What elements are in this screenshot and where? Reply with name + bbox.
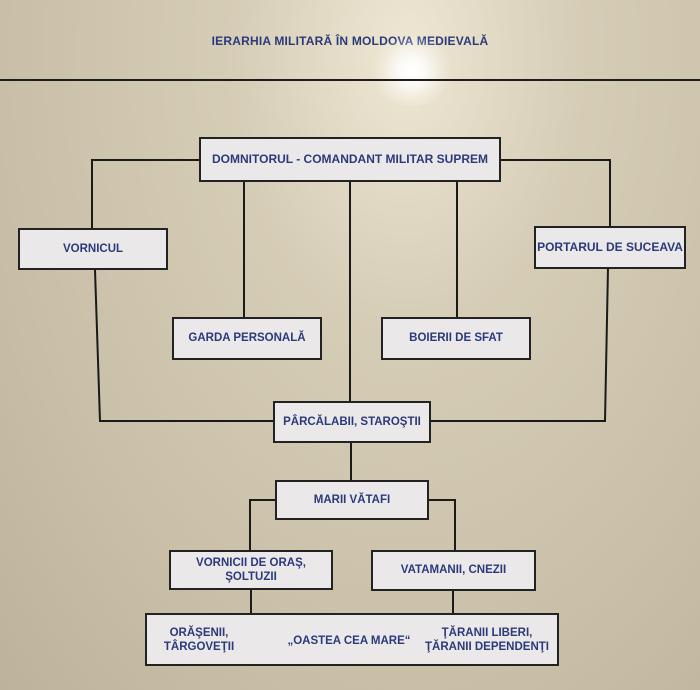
node-vornicul: VORNICUL bbox=[18, 228, 168, 270]
node-boierii: BOIERII DE SFAT bbox=[381, 317, 531, 360]
group-orasenii: ORĂŞENII, TÂRGOVEŢII bbox=[161, 626, 237, 655]
node-vatamanii-label: VATAMANII, CNEZII bbox=[400, 564, 507, 577]
node-vornicii-label-line1: VORNICII DE ORAŞ, bbox=[196, 556, 306, 569]
node-vornicii: VORNICII DE ORAŞ, ŞOLTUZII bbox=[169, 550, 333, 590]
group-oastea-label: „OASTEA CEA MARE“ bbox=[287, 635, 411, 647]
node-parcalabii-label: PÂRCĂLABII, STAROŞTII bbox=[283, 415, 421, 428]
node-vornicul-label: VORNICUL bbox=[62, 242, 124, 255]
node-marii-vatafi: MARII VĂTAFI bbox=[275, 480, 429, 520]
connector-portarul-parcalabii bbox=[429, 266, 610, 422]
connector-vatafi-vornicii bbox=[249, 499, 277, 552]
title-divider bbox=[0, 79, 700, 81]
node-bottom-group: ORĂŞENII, TÂRGOVEŢII „OASTEA CEA MARE“ Ţ… bbox=[145, 613, 559, 666]
node-domnitorul: DOMNITORUL - COMANDANT MILITAR SUPREM bbox=[199, 137, 501, 182]
node-boierii-label: BOIERII DE SFAT bbox=[409, 332, 503, 345]
group-orasenii-line1: ORĂŞENII, bbox=[169, 627, 229, 639]
group-oastea: „OASTEA CEA MARE“ bbox=[257, 634, 441, 648]
node-vatamanii: VATAMANII, CNEZII bbox=[371, 550, 536, 591]
group-taranii-line2: ŢĂRANII DEPENDENŢI bbox=[425, 641, 549, 654]
group-taranii: ŢĂRANII LIBERI, ŢĂRANII DEPENDENŢI bbox=[417, 626, 557, 655]
connector-vatafi-vatamanii bbox=[427, 499, 456, 552]
connector-vornicul-parcalabii bbox=[93, 268, 275, 422]
group-taranii-line1: ŢĂRANII LIBERI, bbox=[441, 627, 533, 639]
group-orasenii-line2: TÂRGOVEŢII bbox=[163, 641, 235, 654]
node-portarul-label: PORTARUL DE SUCEAVA bbox=[537, 240, 683, 254]
node-vornicii-label-line2: ŞOLTUZII bbox=[225, 571, 277, 583]
node-garda-label: GARDA PERSONALĂ bbox=[188, 332, 306, 345]
node-garda: GARDA PERSONALĂ bbox=[172, 317, 322, 360]
node-marii-vatafi-label: MARII VĂTAFI bbox=[313, 493, 391, 506]
node-parcalabii: PÂRCĂLABII, STAROŞTII bbox=[273, 401, 431, 443]
connector-domnitor-portarul bbox=[499, 159, 611, 229]
connector-domnitor-vornicul bbox=[91, 159, 201, 231]
node-portarul: PORTARUL DE SUCEAVA bbox=[534, 226, 686, 269]
node-domnitorul-label: DOMNITORUL - COMANDANT MILITAR SUPREM bbox=[212, 152, 488, 166]
